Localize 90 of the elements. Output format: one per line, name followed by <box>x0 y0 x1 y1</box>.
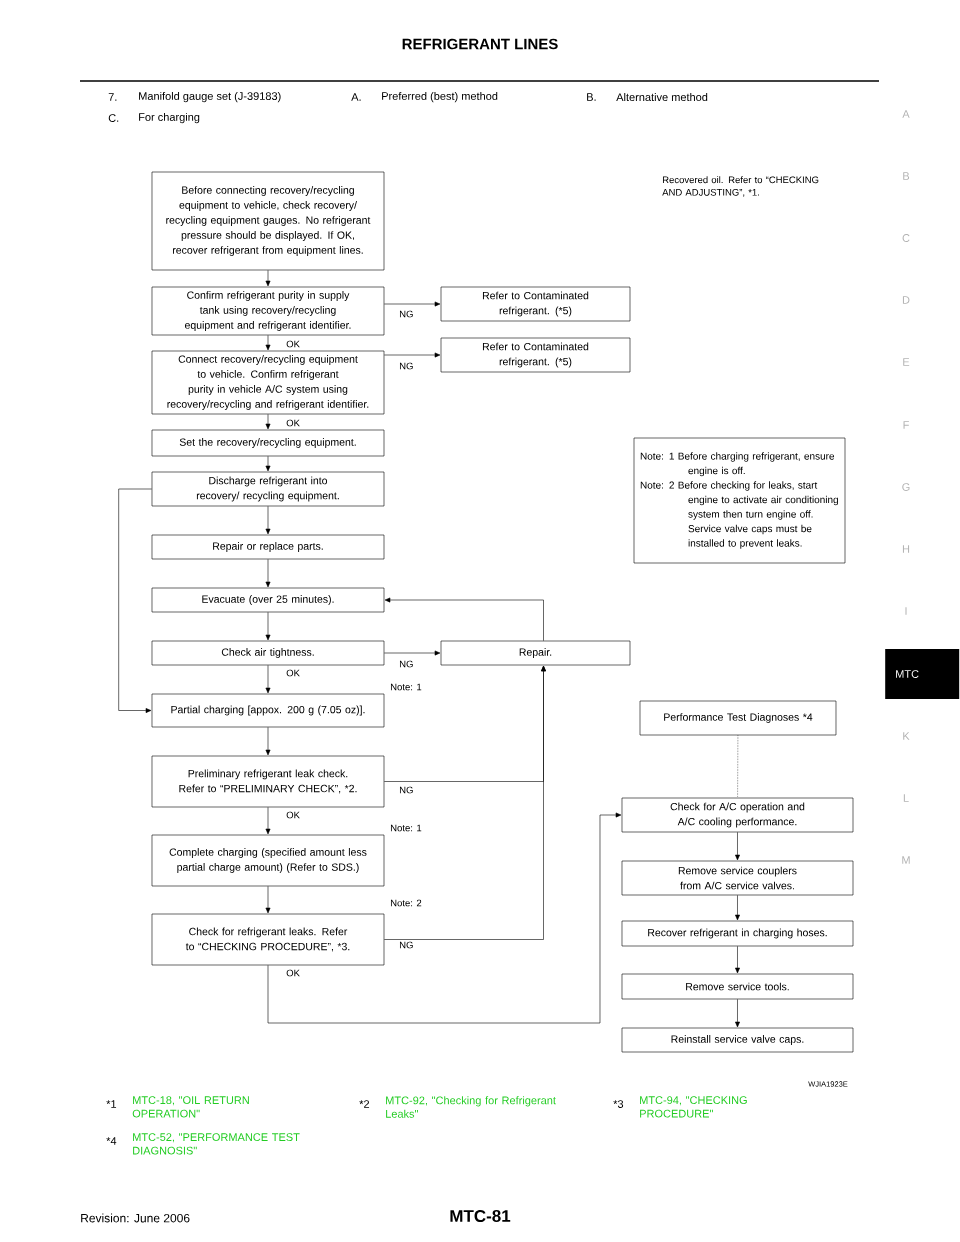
process-box: Confirm refrigerant purity in supply tank using recovery/recycling equipment and refrigerant identifier. <box>151 286 385 336</box>
section-letter: B <box>903 172 910 180</box>
list-item: For charging <box>139 112 200 124</box>
process-box: Partial charging [appox. 200 g (7.05 oz)]. <box>151 693 385 728</box>
arrow <box>265 270 271 287</box>
process-box: Check for A/C operation and A/C cooling performance. <box>621 797 854 833</box>
arrow <box>265 335 271 351</box>
edge-label: OK <box>286 969 300 977</box>
section-letter: L <box>903 794 909 802</box>
process-box: Recover refrigerant in charging hoses. <box>621 920 854 947</box>
process-box: Preliminary refrigerant leak check. Refer to “PRELIMINARY CHECK”, *2. <box>151 755 385 808</box>
process-box: Discharge refrigerant into recovery/ recycling equipment. <box>151 471 385 507</box>
section-letter: H <box>902 545 910 553</box>
page-title: REFRIGERANT LINES <box>402 38 558 50</box>
arrow <box>118 488 152 713</box>
edge-label: OK <box>286 419 300 427</box>
arrow <box>735 946 740 974</box>
reference-box: Refer to Contaminated refrigerant. (*5) <box>440 337 631 373</box>
section-tab: MTC <box>885 649 960 699</box>
reference-link: MTC-52, "PERFORMANCE TEST DIAGNOSIS" <box>133 1133 300 1155</box>
edge-label: NG <box>400 660 413 668</box>
edge-label: OK <box>286 811 300 819</box>
arrow <box>265 886 271 914</box>
note-text: Note: 1 <box>391 683 422 691</box>
note-box: Note: 1 Before charging refrigerant, ensure engine is off. Note: 2 Before checking for leaks, start engine to activate air conditioning system then turn engine off. Service valve caps must be installed to prevent leaks. <box>633 437 846 564</box>
list-item: B. <box>587 93 596 101</box>
edge-label: NG <box>400 941 413 949</box>
arrow <box>384 597 544 641</box>
arrow <box>384 650 441 656</box>
note-text: Note: 1 <box>391 824 422 832</box>
arrow <box>384 352 441 358</box>
arrow <box>265 612 271 641</box>
list-item: Alternative method <box>616 92 708 102</box>
process-box: Repair. <box>440 640 631 666</box>
connector-line <box>737 735 739 798</box>
revision-text: Revision: June 2006 <box>81 1213 190 1223</box>
process-box: Repair or replace parts. <box>151 534 385 560</box>
section-letter: G <box>902 483 910 491</box>
page-number: MTC-81 <box>450 1210 511 1223</box>
edge-label: NG <box>400 362 413 370</box>
arrow <box>265 456 271 472</box>
edge-label: NG <box>400 310 413 318</box>
section-letter: F <box>903 421 909 429</box>
arrow <box>265 665 271 694</box>
process-box: Check air tightness. <box>151 640 385 666</box>
arrow <box>384 665 546 940</box>
edge-label: OK <box>286 669 300 677</box>
section-letter: A <box>902 110 910 118</box>
process-box: Remove service tools. <box>621 973 854 1000</box>
reference-link: MTC-92, "Checking for Refrigerant Leaks" <box>386 1096 556 1118</box>
arrow <box>735 999 740 1028</box>
arrow <box>265 414 271 430</box>
list-item: *2 <box>359 1100 370 1108</box>
section-letter: E <box>903 358 910 366</box>
list-item: A. <box>351 93 361 101</box>
reference-link: MTC-18, "OIL RETURN OPERATION" <box>132 1096 249 1118</box>
section-letter: M <box>902 856 910 864</box>
arrow <box>267 812 622 1024</box>
arrow <box>735 832 740 861</box>
list-item: *4 <box>106 1137 117 1145</box>
process-box: Complete charging (specified amount less partial charge amount) (Refer to SDS.) <box>151 834 385 887</box>
note-text: Note: 2 <box>391 899 422 907</box>
section-letter: D <box>902 296 910 304</box>
list-item: Preferred (best) method <box>382 91 498 103</box>
note-text: Recovered oil. Refer to “CHECKING AND ADJUSTING”, *1. <box>662 176 819 197</box>
reference-box: Refer to Contaminated refrigerant. (*5) <box>440 286 631 322</box>
section-letter: C <box>902 234 910 242</box>
process-box: Reinstall service valve caps. <box>621 1027 854 1053</box>
process-box: Remove service couplers from A/C service valves. <box>621 860 854 896</box>
reference-box: Performance Test Diagnoses *4 <box>639 700 837 736</box>
list-item: 7. <box>108 93 117 101</box>
list-item: *1 <box>106 1100 117 1108</box>
process-box: Check for refrigerant leaks. Refer to “CHECKING PROCEDURE”, *3. <box>151 913 385 966</box>
section-letter: K <box>903 732 910 740</box>
list-item: *3 <box>613 1100 624 1108</box>
list-item: Manifold gauge set (J-39183) <box>139 91 281 103</box>
edge-label: NG <box>400 786 413 794</box>
process-box: Before connecting recovery/recycling equipment to vehicle, check recovery/ recycling equipment gauges. No refrigerant pressure should be displayed. If OK, recover refrigerant from equipment lines. <box>151 171 385 271</box>
arrow <box>735 895 740 921</box>
arrow <box>265 727 271 756</box>
arrow <box>265 506 271 535</box>
arrow <box>384 301 441 307</box>
reference-link: MTC-94, "CHECKING PROCEDURE" <box>640 1096 747 1118</box>
arrow <box>265 807 271 835</box>
process-box: Connect recovery/recycling equipment to vehicle. Confirm refrigerant purity in vehicle A/C system using recovery/recycling and refrigerant identifier. <box>151 350 385 415</box>
process-box: Evacuate (over 25 minutes). <box>151 587 385 613</box>
process-box: Set the recovery/recycling equipment. <box>151 429 385 457</box>
edge-label: OK <box>286 340 300 348</box>
arrow <box>265 559 271 588</box>
list-item: C. <box>108 114 119 122</box>
